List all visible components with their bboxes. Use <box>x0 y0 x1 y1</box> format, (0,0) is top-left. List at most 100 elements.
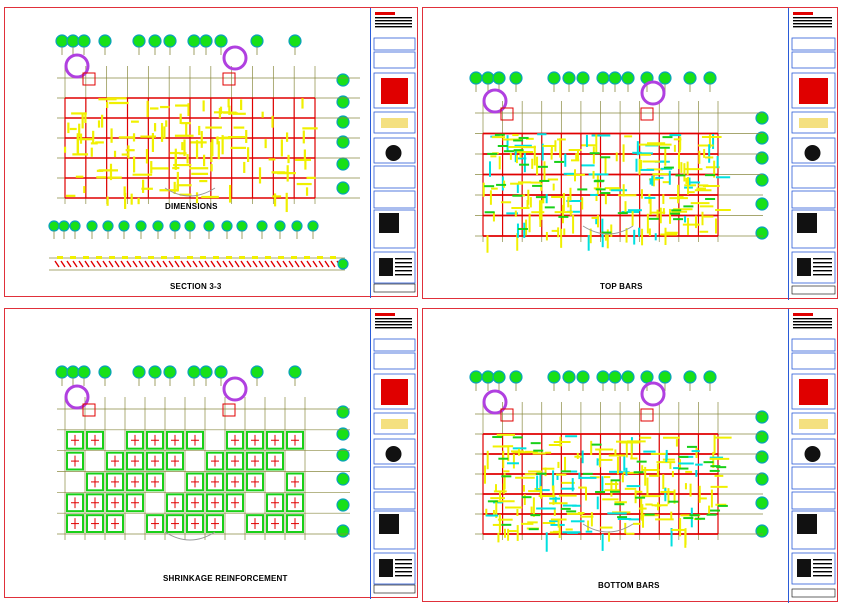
rebar-label <box>716 466 727 469</box>
slab-panel <box>246 472 264 492</box>
grid-bubble <box>469 370 483 384</box>
slab-panel <box>86 430 104 450</box>
core-box <box>500 408 514 422</box>
grid-bubble <box>199 34 213 48</box>
rebar-label <box>683 517 694 520</box>
rebar-label <box>591 443 602 446</box>
grid-bubble <box>562 71 576 85</box>
rebar-label <box>528 528 539 531</box>
tb-cell <box>791 111 836 134</box>
slab-panel <box>66 493 84 513</box>
tb-text <box>375 26 412 28</box>
tb-text <box>793 20 832 22</box>
tb-text <box>813 270 832 272</box>
tb-text <box>793 324 832 326</box>
tb-text <box>813 559 832 561</box>
slab-panel <box>206 493 224 513</box>
tb-cell <box>791 72 836 109</box>
rebar-label <box>518 136 529 139</box>
grid-bubble <box>98 365 112 379</box>
rebar-label <box>582 472 593 475</box>
drawing-sheet-bottom-bars: BOTTOM BARS <box>422 308 838 603</box>
tb-cell <box>373 338 416 352</box>
rebar-label <box>662 136 673 139</box>
rebar-label <box>530 514 541 517</box>
grid-bubble <box>250 365 264 379</box>
slab-panel <box>106 493 124 513</box>
grid-bubble <box>755 450 769 464</box>
rebar-label <box>633 471 644 474</box>
rebar-label <box>600 192 611 195</box>
slab-panel <box>286 430 304 450</box>
rebar-label <box>544 206 555 209</box>
rebar-label <box>668 500 679 503</box>
grid-bubble <box>199 365 213 379</box>
rebar-label <box>703 461 714 464</box>
rebar-label <box>492 436 503 439</box>
rebar-label <box>610 490 621 493</box>
tb-text <box>813 571 832 573</box>
tb-text <box>813 563 832 565</box>
grid-bubble <box>288 365 302 379</box>
tb-cell <box>791 412 836 435</box>
rebar-label <box>601 231 612 234</box>
slab-panel <box>86 472 104 492</box>
grid-bubble <box>755 226 769 240</box>
slab-panel <box>226 451 244 471</box>
grid-bubble <box>214 34 228 48</box>
tb-logo-mark <box>379 258 393 276</box>
stair-spiral <box>640 381 666 407</box>
grid-bubble <box>755 151 769 165</box>
rebar-label <box>589 152 600 155</box>
tb-logo <box>375 12 395 15</box>
tb-cell <box>791 37 836 51</box>
rebar-label <box>503 150 514 153</box>
grid-bubble <box>148 365 162 379</box>
stair-spiral <box>482 389 508 415</box>
tb-key-plan <box>381 78 408 104</box>
rebar-label <box>705 174 716 177</box>
slab-panel <box>106 472 124 492</box>
stair-spiral <box>222 376 248 402</box>
tb-cell <box>373 373 416 410</box>
slab-panel <box>146 430 164 450</box>
core-box <box>500 107 514 121</box>
grid-bubble <box>755 173 769 187</box>
tb-footer <box>373 283 416 293</box>
tb-stamp <box>381 118 408 128</box>
tb-logo <box>793 313 813 316</box>
rebar-label <box>710 465 721 468</box>
title-block <box>370 309 419 599</box>
tb-footer <box>791 285 836 295</box>
rebar-label <box>610 479 621 482</box>
rebar-label <box>560 470 571 473</box>
slab-panel <box>166 493 184 513</box>
plan-bottom-bars <box>469 370 769 552</box>
grid-bubble <box>683 71 697 85</box>
slab-panel <box>186 430 204 450</box>
tb-text <box>375 17 412 19</box>
slab-panel <box>186 493 204 513</box>
grid-bubble <box>148 34 162 48</box>
rebar-label <box>535 196 546 199</box>
grid-bubble <box>658 71 672 85</box>
rebar-label <box>670 212 681 215</box>
core-box <box>82 403 96 417</box>
slab-panel <box>226 472 244 492</box>
drawing-sheet-shrinkage: SHRINKAGE REINFORCEMENT <box>4 308 419 599</box>
grid-bubble <box>596 71 610 85</box>
grid-bubble <box>755 496 769 510</box>
rebar-label <box>558 215 569 218</box>
slab-panel <box>246 451 264 471</box>
rebar-label <box>648 217 659 220</box>
tb-text <box>395 266 412 268</box>
rebar-label <box>595 188 606 191</box>
tb-text <box>793 23 832 25</box>
arc <box>164 187 216 197</box>
rebar-label <box>501 475 512 478</box>
rebar-label <box>709 469 720 472</box>
title-block <box>788 8 839 300</box>
tb-cell <box>373 412 416 435</box>
rebar-label <box>673 218 684 221</box>
tb-text <box>793 318 832 320</box>
